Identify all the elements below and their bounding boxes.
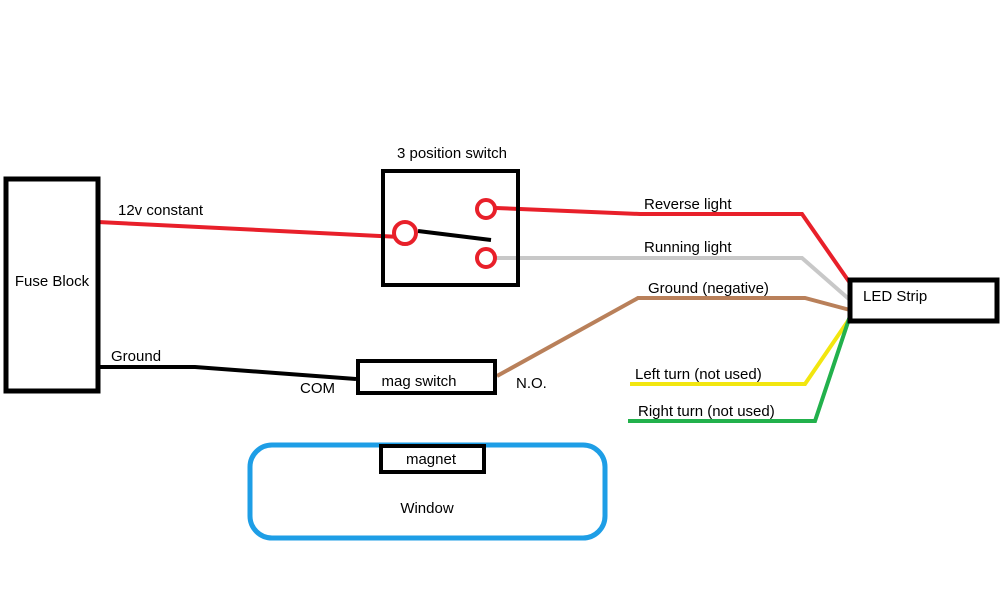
mag-switch-label: mag switch — [381, 373, 456, 390]
label-no: N.O. — [516, 375, 547, 392]
label-12v-constant: 12v constant — [118, 202, 204, 219]
label-left-turn: Left turn (not used) — [635, 366, 762, 383]
magnet-label: magnet — [406, 451, 457, 468]
fuse-block-label: Fuse Block — [15, 273, 90, 290]
wire-right-turn — [628, 315, 852, 423]
label-reverse-light: Reverse light — [644, 196, 732, 213]
wire-12v-constant — [97, 220, 401, 239]
led-strip-box — [847, 277, 1000, 324]
led-strip-label: LED Strip — [863, 288, 927, 305]
three-position-switch-box — [381, 169, 520, 287]
wire-ground — [98, 365, 357, 381]
window-label: Window — [400, 500, 454, 517]
wire-ground-negative — [496, 296, 851, 378]
label-com: COM — [300, 380, 335, 397]
label-right-turn: Right turn (not used) — [638, 403, 775, 420]
fuse-block-box — [3, 176, 101, 394]
wire-reverse-light — [495, 206, 852, 285]
label-ground: Ground — [111, 348, 161, 365]
switch-terminal-bottom — [475, 247, 497, 269]
switch-lever — [417, 229, 492, 242]
magnet-box — [379, 444, 486, 474]
switch-common-terminal — [392, 220, 418, 246]
mag-switch-box — [356, 359, 497, 395]
label-ground-negative: Ground (negative) — [648, 280, 769, 297]
switch-title: 3 position switch — [397, 145, 507, 162]
switch-terminal-top — [475, 198, 497, 220]
wire-running-light — [496, 256, 852, 302]
wire-left-turn — [630, 316, 852, 386]
label-running-light: Running light — [644, 239, 732, 256]
